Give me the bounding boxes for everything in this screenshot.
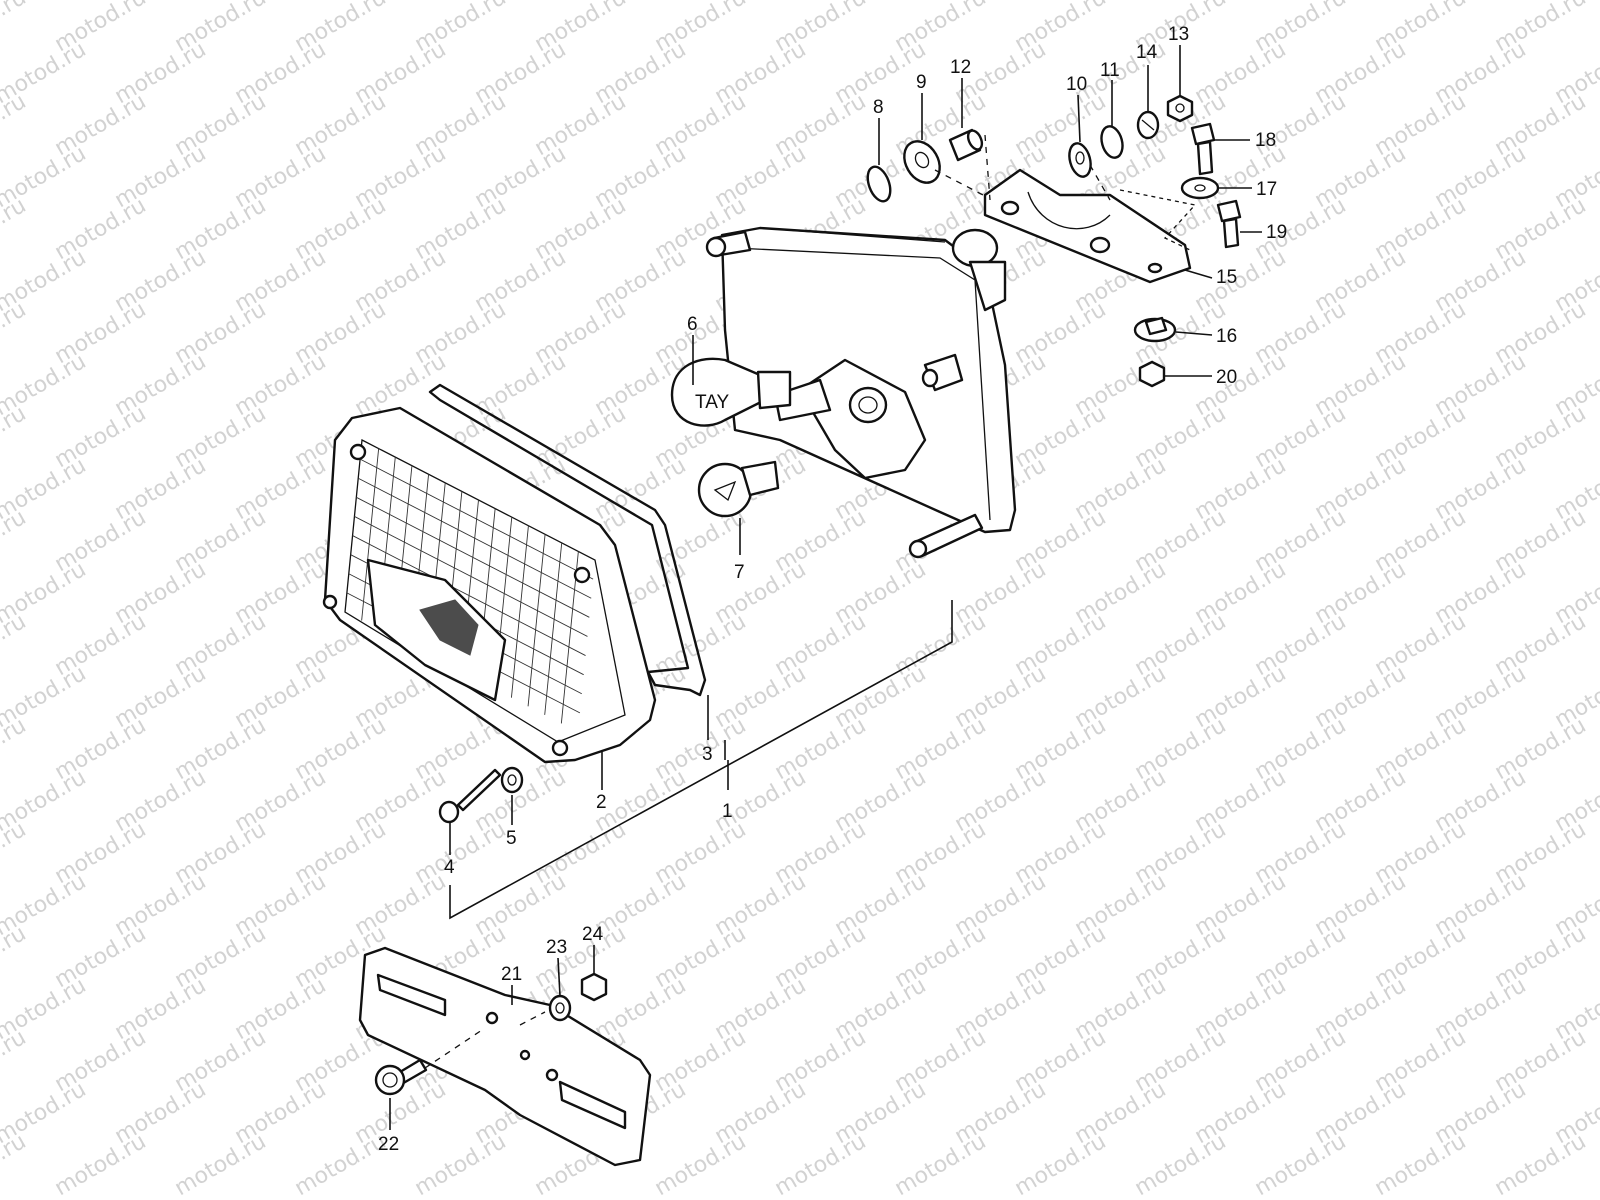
lens-grid-line bbox=[359, 458, 594, 580]
part-3-gasket bbox=[428, 383, 707, 697]
watermark-text: motod.ru bbox=[651, 1129, 751, 1200]
watermark-text: motod.ru bbox=[0, 609, 30, 681]
part-10-washer bbox=[1068, 142, 1092, 178]
lens-grid-line bbox=[352, 535, 586, 656]
part-22-bolt bbox=[374, 1058, 428, 1096]
part-20-nut bbox=[1138, 360, 1166, 388]
watermark-text: motod.ru bbox=[0, 921, 30, 993]
part-17-washer bbox=[1180, 176, 1220, 200]
watermark-text: motod.ru bbox=[771, 1129, 871, 1200]
watermark-text: motod.ru bbox=[1371, 1129, 1471, 1200]
part-23-washer bbox=[548, 994, 572, 1022]
part-1-housing bbox=[705, 226, 1017, 559]
callout-4: 4 bbox=[444, 857, 455, 878]
callout-19: 19 bbox=[1266, 222, 1287, 243]
part-12-spacer bbox=[948, 128, 984, 162]
watermark-text: motod.ru bbox=[1251, 1129, 1351, 1200]
watermark-text: motod.ru bbox=[0, 1129, 30, 1200]
watermark-text: motod.ru bbox=[0, 0, 30, 57]
callout-6: 6 bbox=[687, 314, 698, 335]
watermark-text: motod.ru bbox=[0, 193, 30, 265]
part-24-nut bbox=[580, 972, 608, 1002]
lens-grid-line bbox=[544, 542, 563, 715]
callout-2: 2 bbox=[596, 792, 607, 813]
watermark-text: motod.ru bbox=[1011, 1129, 1111, 1200]
callout-10: 10 bbox=[1066, 74, 1087, 95]
watermark-text: motod.ru bbox=[0, 297, 30, 369]
callout-7: 7 bbox=[734, 562, 745, 583]
part-18-bolt bbox=[1190, 122, 1216, 176]
callout-labels: 1 2 3 4 5 6 7 8 9 10 11 12 13 14 15 16 1… bbox=[378, 24, 1287, 1155]
part-19-bolt bbox=[1216, 199, 1242, 249]
watermark-text: motod.ru bbox=[1131, 1129, 1231, 1200]
watermark-text: motod.ru bbox=[0, 505, 30, 577]
callout-18: 18 bbox=[1255, 130, 1276, 151]
part-16-flange-nut bbox=[1133, 316, 1177, 343]
part-7-bulb bbox=[697, 460, 780, 518]
part-15-bracket bbox=[983, 168, 1197, 284]
callout-13: 13 bbox=[1168, 24, 1189, 45]
lens-grid-line bbox=[361, 448, 380, 621]
watermark-text: motod.ru bbox=[171, 1129, 271, 1200]
lens-grid-line bbox=[527, 534, 546, 707]
watermark-text: motod.ru bbox=[891, 1129, 991, 1200]
callout-12: 12 bbox=[950, 57, 971, 78]
callout-23: 23 bbox=[546, 937, 567, 958]
part-6-bulb: TAY bbox=[670, 357, 792, 427]
callout-20: 20 bbox=[1216, 367, 1237, 388]
watermark-text: motod.ru bbox=[411, 1129, 511, 1200]
callout-14: 14 bbox=[1136, 42, 1158, 63]
callout-15: 15 bbox=[1216, 267, 1237, 288]
part-9-washer bbox=[903, 140, 941, 184]
part-11-washer bbox=[1100, 125, 1124, 159]
part-5-washer bbox=[500, 766, 524, 794]
callout-9: 9 bbox=[916, 72, 927, 93]
callout-11: 11 bbox=[1100, 60, 1120, 81]
watermark-text: motod.ru bbox=[291, 1129, 391, 1200]
watermark-text: motod.ru bbox=[51, 1129, 151, 1200]
callout-1: 1 bbox=[722, 801, 733, 822]
lens-grid-line bbox=[358, 477, 592, 599]
callout-24: 24 bbox=[582, 924, 604, 945]
part-13-nut bbox=[1166, 94, 1194, 123]
svg-text:TAY: TAY bbox=[695, 392, 729, 413]
watermark-text: motod.ru bbox=[0, 401, 30, 473]
part-4-screw bbox=[438, 768, 502, 824]
watermark-text: motod.ru bbox=[0, 713, 30, 785]
callout-21: 21 bbox=[501, 964, 522, 985]
part-21-plate-bracket bbox=[358, 946, 652, 1167]
watermark-text: motod.ru bbox=[1491, 1129, 1591, 1200]
lens-grid-line bbox=[356, 496, 590, 618]
leader-lines bbox=[389, 45, 1262, 1130]
callout-17: 17 bbox=[1256, 179, 1277, 200]
watermark-text: motod.ru bbox=[0, 89, 30, 161]
lens-grid-line bbox=[560, 551, 579, 724]
watermark-text: motod.ru bbox=[0, 1025, 30, 1097]
callout-22: 22 bbox=[378, 1134, 399, 1155]
part-14-lock-washer bbox=[1136, 110, 1160, 140]
watermark-text: motod.ru bbox=[0, 817, 30, 889]
part-8-washer bbox=[866, 165, 892, 203]
callout-16: 16 bbox=[1216, 326, 1237, 347]
part-2-lens bbox=[322, 406, 657, 764]
callout-8: 8 bbox=[873, 97, 884, 118]
callout-3: 3 bbox=[702, 744, 713, 765]
lens-grid-line bbox=[354, 516, 588, 637]
lens-grid-line bbox=[510, 525, 529, 698]
callout-5: 5 bbox=[506, 828, 517, 849]
